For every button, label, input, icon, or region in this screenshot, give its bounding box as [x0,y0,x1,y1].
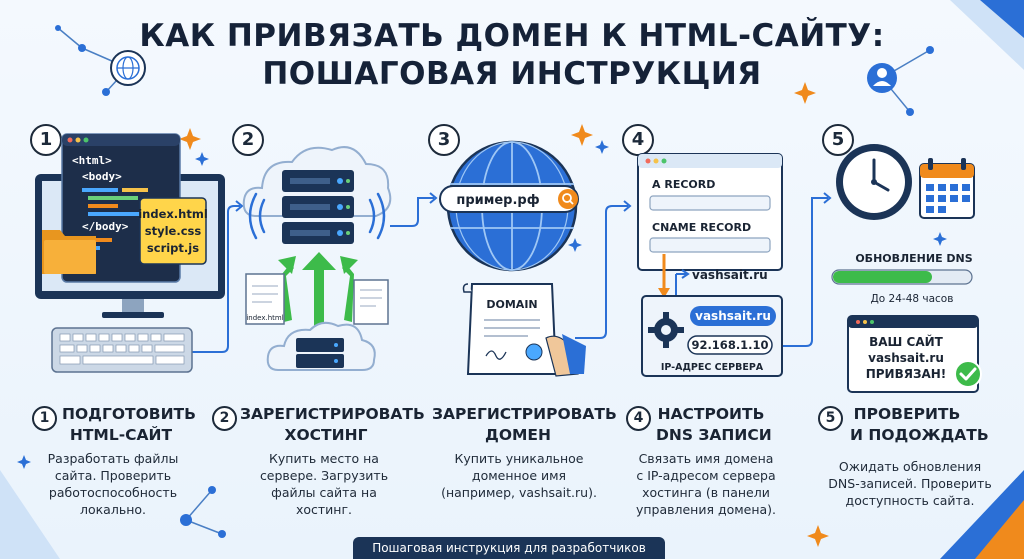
step-2-label-number: 2 [212,406,237,431]
document-icon: index.html [245,273,389,325]
step-connector-arrows [190,192,832,353]
dns-update-label: ОБНОВЛЕНИЕ DNS [855,252,972,265]
code-line-3: </body> [82,220,129,233]
domain-badge: vashsait.ru [695,309,771,323]
check-icon [954,360,982,388]
page-title-line-1: КАК ПРИВЯЗАТЬ ДОМЕН К HTML-САЙТУ: [139,18,885,54]
server-config-panel: vashsait.ru 92.168.1.10 IP-АДРЕС СЕРВЕРА [641,295,783,377]
ip-caption: IP-АДРЕС СЕРВЕРА [661,362,764,373]
clock-icon [836,144,912,220]
result-line-1: ВАШ САЙТ [869,334,944,349]
cloud-server-icon [266,321,376,371]
gear-icon [648,312,684,348]
link-arrows [658,254,690,298]
step-2-description: Купить место на сервере. Загрузить файлы… [259,451,389,517]
domain-certificate-icon: DOMAIN [462,283,586,377]
wifi-icon [248,192,386,240]
domain-name-label: vashsait.ru [692,268,768,282]
step-3-title: ЗАРЕГИСТРИРОВАТЬ ДОМЕН [432,405,617,444]
search-domain-text: пример.рф [456,193,539,208]
step-5-title: ПРОВЕРИТЬ И ПОДОЖДАТЬ [850,405,989,444]
network-globe-icon [55,25,146,96]
step-2-title: ЗАРЕГИСТРИРОВАТЬ ХОСТИНГ [240,405,425,444]
step-2-number: 2 [232,124,264,156]
file-list-note: index.html style.css script.js [138,197,208,265]
a-record-field [649,195,771,211]
step-3-number: 3 [428,124,460,156]
step-1-title: ПОДГОТОВИТЬ HTML-САЙТ [62,405,196,444]
step-1-number: 1 [30,124,62,156]
step-3-illustration: пример.рф DOMAIN [439,140,586,377]
cname-record-label: CNAME RECORD [652,221,751,234]
calendar-icon [919,158,975,219]
step-5-number: 5 [822,124,854,156]
uploaded-file-label: index.html [246,314,283,322]
dns-progress-bar [831,269,973,285]
footer-banner: Пошаговая инструкция для разработчиков [353,537,665,559]
file-name-script: script.js [147,241,199,255]
step-3-description: Купить уникальное доменное имя (например… [441,451,597,500]
step-4-description: Связать имя домена с IP-адресом сервера … [635,451,777,517]
step-1-illustration: <html> <body> </body> index.html style.c… [35,133,225,373]
step-1-label-number: 1 [32,406,57,431]
code-line-1: <html> [72,154,112,167]
search-icon [562,193,574,205]
step-4-illustration: A RECORD CNAME RECORD vashsait.ru vashsa… [637,153,783,377]
dns-records-window: A RECORD CNAME RECORD [637,153,783,271]
file-name-style: style.css [145,224,202,238]
site-linked-window: ВАШ САЙТ vashsait.ru ПРИВЯЗАН! [847,315,982,393]
step-5-label-number: 5 [818,406,843,431]
step-5-description: Ожидать обновления DNS-записей. Проверит… [828,459,992,508]
step-4-label-number: 4 [626,406,651,431]
domain-search-bar: пример.рф [439,185,579,213]
step-2-illustration: index.html [242,146,392,371]
page-title-line-2: ПОШАГОВАЯ ИНСТРУКЦИЯ [262,56,762,92]
keyboard-icon [51,327,193,373]
file-name-index: index.html [138,207,208,221]
code-line-2: <body> [82,170,122,183]
step-5-illustration: ОБНОВЛЕНИЕ DNS До 24-48 часов ВАШ САЙТ v… [831,144,982,393]
sparkle-icon [179,82,829,547]
user-network-icon [867,46,934,116]
ip-address: 92.168.1.10 [691,338,768,352]
cname-record-field [649,237,771,253]
result-line-2: vashsait.ru [868,351,944,365]
step-4-title: НАСТРОИТЬ DNS ЗАПИСИ [656,405,772,444]
step-1-description: Разработать файлы сайта. Проверить работ… [47,451,179,517]
result-line-3: ПРИВЯЗАН! [866,367,947,381]
network-nodes-icon [180,486,226,538]
certificate-title: DOMAIN [486,298,537,311]
server-rack-icon [282,170,354,244]
dns-time-label: До 24-48 часов [871,293,954,305]
a-record-label: A RECORD [652,178,715,191]
upload-arrows-icon [278,252,358,332]
folder-icon [42,230,96,274]
